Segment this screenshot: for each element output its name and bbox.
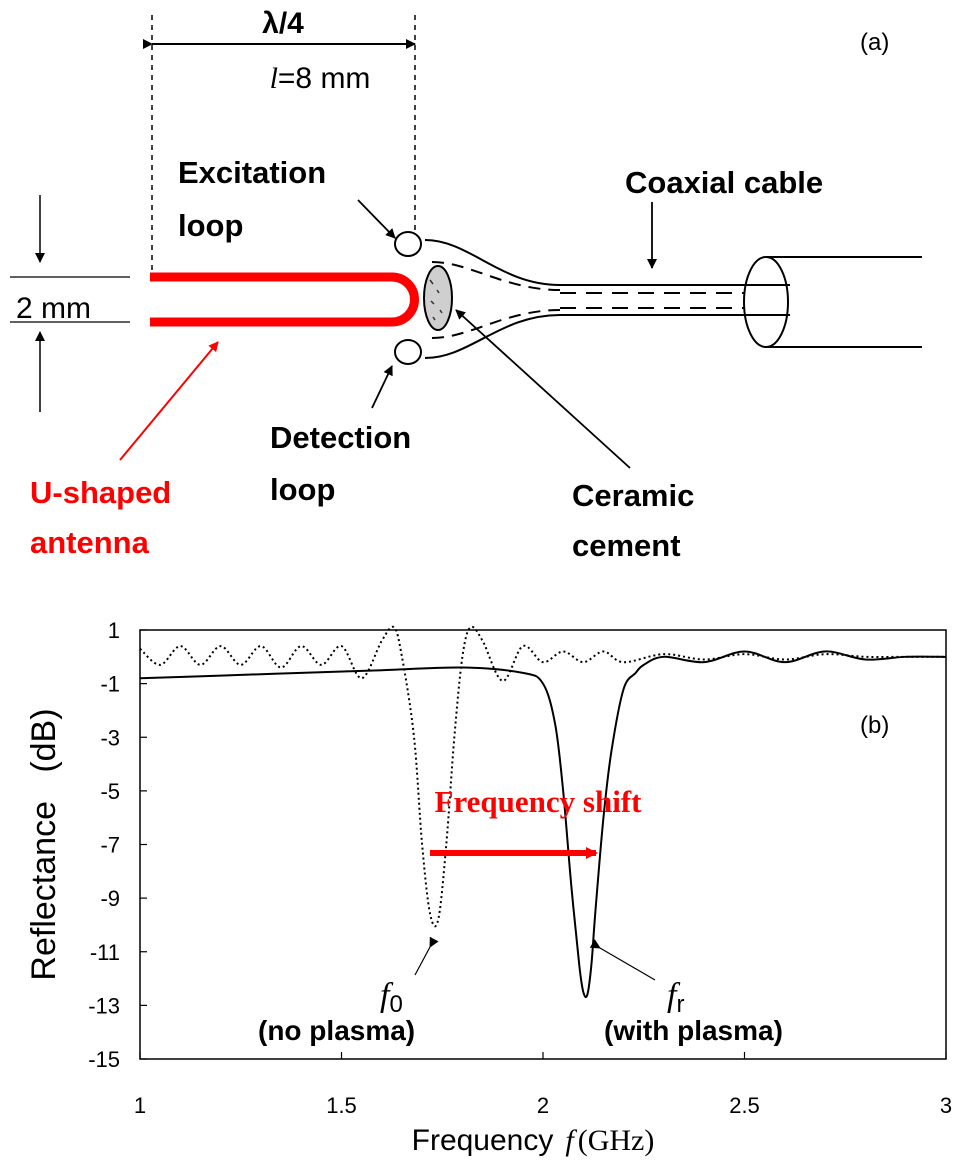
y-tick-label: -5 [100,779,120,804]
y-tick-label: -9 [100,886,120,911]
length-symbol: l [270,62,278,95]
detection-loop-shape [394,339,422,365]
detection-loop-label-line2: loop [270,472,335,507]
x-axis-ticks: 1 1.5 2 2.5 3 [134,1052,952,1118]
series-no-plasma-line [139,625,946,928]
fr-label: fr [667,977,684,1018]
y-tick-label: -3 [100,725,120,750]
x-axis-unit: (GHz) [578,1124,655,1157]
excitation-loop-pointer [357,199,396,239]
f0-pointer [414,936,439,976]
fr-pointer [589,939,656,981]
ceramic-label-line2: cement [572,528,681,563]
ceramic-texture [429,279,443,321]
x-axis-label-text: Frequency [412,1124,554,1157]
panel-a-diagram: (a) λ/4 l=8 mm 2 mm E [10,7,922,563]
y-axis-label: Reflectance (dB) [25,708,63,980]
reflectance-chart: 1 -1 -3 -5 -7 -9 -11 -13 -15 1 1.5 2 2.5 3 Reflectan… [25,618,952,1157]
plot-frame [139,629,947,1060]
x-axis-label: Frequency f(GHz) [412,1124,655,1157]
y-tick-label: -7 [100,833,120,858]
y-tick-label: -13 [88,993,120,1018]
panel-b-label: (b) [860,712,889,739]
y-tick-label: -11 [90,940,120,965]
f0-subscript: 0 [389,991,402,1018]
gap-label: 2 mm [16,292,91,325]
f0-label: f0 [380,977,403,1018]
antenna-pointer [119,341,219,461]
length-label: l=8 mm [270,62,371,95]
x-tick-label: 1 [134,1093,146,1118]
y-axis-ticks: 1 -1 -3 -5 -7 -9 -11 -13 -15 [88,618,147,1072]
excitation-loop-label-line1: Excitation [178,155,326,190]
ceramic-cement-shape [423,265,453,331]
cable-lower-outer [424,314,790,359]
ceramic-cement-pointer [455,309,631,469]
y-tick-label: 1 [108,618,120,643]
detection-loop-label-line1: Detection [270,420,411,455]
x-tick-label: 3 [940,1093,952,1118]
frequency-shift-label: Frequency shift [435,784,643,819]
ceramic-label-line1: Ceramic [572,478,694,513]
x-tick-label: 1.5 [326,1093,357,1118]
x-tick-label: 2.5 [729,1093,760,1118]
lambda-quarter-label: λ/4 [262,7,304,40]
coaxial-cable-label: Coaxial cable [625,165,823,200]
fr-note: (with plasma) [604,1015,783,1046]
series-with-plasma-line [139,650,947,999]
u-shaped-antenna [150,272,419,327]
antenna-label-line1: U-shaped [30,475,171,510]
cable-lower-inner [431,309,561,339]
y-tick-label: -1 [100,672,120,697]
fr-subscript: r [676,991,684,1018]
excitation-loop-label-line2: loop [178,208,243,243]
coaxial-cable-end [743,256,789,348]
series-group [139,625,947,999]
f0-note: (no plasma) [258,1015,415,1046]
panel-a-label: (a) [860,29,889,56]
antenna-label-line2: antenna [30,525,150,560]
cable-upper-outer [424,239,790,286]
detection-loop-pointer [371,365,393,409]
excitation-loop-shape [394,231,422,257]
x-tick-label: 2 [537,1093,549,1118]
y-tick-label: -15 [88,1047,120,1072]
length-value: =8 mm [278,62,371,95]
x-axis-symbol: f [565,1124,577,1157]
